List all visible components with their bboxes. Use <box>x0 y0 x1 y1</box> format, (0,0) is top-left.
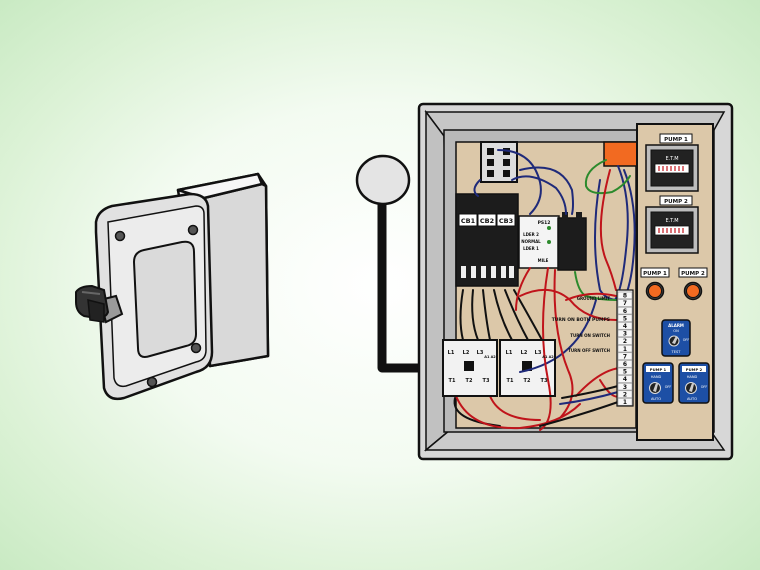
terminal-number: 5 <box>623 369 627 376</box>
terminal-label-turn-off-switch: TURN OFF SWITCH <box>568 348 610 353</box>
terminal-slot <box>617 314 633 322</box>
terminal-slot <box>617 322 633 330</box>
meter-1-title: PUMP 1 <box>664 137 688 143</box>
terminal-slot <box>617 329 633 338</box>
terminal-label-turn-on-both-pumps: TURN ON BOTH PUMPS <box>552 317 610 323</box>
breaker-label-cb3: CB3 <box>499 217 513 225</box>
float-switch-icon <box>355 154 420 373</box>
relay-line-3: LDER 1 <box>523 246 539 251</box>
terminal-slot <box>617 382 633 391</box>
terminal-number: 3 <box>623 331 627 338</box>
meter-2-label: E.T.M <box>665 218 678 224</box>
terminal-number: 6 <box>623 361 627 368</box>
terminal-number: 1 <box>623 346 627 353</box>
terminal-slot <box>617 337 633 345</box>
contactor-1-bottom-t1: T1 <box>449 378 456 384</box>
alarm-off-label: OFF <box>683 338 690 342</box>
relay-line-2: NORMAL <box>521 239 541 244</box>
contactor-1: L1 L2 L3 A1 A2 T1 T2 T3 <box>448 350 497 384</box>
terminal-slot <box>617 375 633 383</box>
disconnect-switch-icon <box>75 172 270 401</box>
terminal-number: 5 <box>623 315 627 322</box>
contactor-1-top-l3: L3 <box>477 350 484 356</box>
pump-1-selector-hand: HAND <box>651 375 662 379</box>
terminal-label-ground-limit: GROUND LIMIT <box>577 296 611 301</box>
contactor-2-bottom-t2: T2 <box>524 378 531 384</box>
terminal-slot <box>617 344 633 353</box>
alarm-test-label: TEST <box>671 350 682 354</box>
contactor-1-coil: A1 A2 <box>484 355 496 359</box>
terminal-number: 2 <box>623 338 627 345</box>
alarm-on-label: ON <box>673 329 679 333</box>
pump-2-button-label: PUMP 2 <box>681 271 705 277</box>
breaker-label-cb1: CB1 <box>461 217 476 225</box>
contactor-1-top-l1: L1 <box>448 350 455 356</box>
terminal-number: 4 <box>623 376 627 383</box>
pump-2-selector-title: PUMP 2 <box>686 367 703 372</box>
pump-1-button[interactable] <box>645 281 665 301</box>
pump-2-selector-auto: AUTO <box>687 397 697 401</box>
terminal-number: 1 <box>623 399 627 406</box>
terminal-number: 7 <box>623 300 627 307</box>
terminal-label-turn-on-switch: TURN ON SWITCH <box>570 333 610 338</box>
terminal-slot <box>617 306 633 315</box>
terminal-number: 2 <box>623 391 627 398</box>
contactor-1-bottom-t2: T2 <box>466 378 473 384</box>
terminal-slot <box>617 398 633 406</box>
contactor-2-top-l2: L2 <box>521 350 528 356</box>
relay-line-4: MILE <box>538 258 549 263</box>
pump-2-selector[interactable]: PUMP 2 HAND OFF AUTO <box>678 362 710 404</box>
pump-1-selector[interactable]: PUMP 1 HAND OFF AUTO <box>642 362 674 404</box>
breaker-label-cb2: CB2 <box>480 217 494 225</box>
contactor-2: L1 L2 L3 A1 A2 T1 T2 T3 <box>506 350 555 384</box>
relay-title: PS12 <box>538 220 551 226</box>
pump-2-button[interactable] <box>683 281 703 301</box>
terminal-number: 6 <box>623 308 627 315</box>
alarm-switch[interactable]: ALARM ON OFF TEST <box>661 319 691 357</box>
pump-2-selector-hand: HAND <box>687 375 698 379</box>
terminal-number: 8 <box>623 293 627 300</box>
relay-line-1: LDER 2 <box>523 232 539 237</box>
terminal-slot <box>617 299 633 307</box>
pump-1-button-label: PUMP 1 <box>643 271 667 277</box>
terminal-slot <box>617 352 633 360</box>
pump-1-selector-off: OFF <box>665 385 672 389</box>
terminal-slot <box>617 291 633 300</box>
pump-2-selector-off: OFF <box>701 385 708 389</box>
contactor-2-coil: A1 A2 <box>542 355 554 359</box>
pump-1-selector-auto: AUTO <box>651 397 661 401</box>
terminal-slot <box>617 360 633 368</box>
terminal-slot <box>617 390 633 398</box>
terminal-labels: GROUND LIMIT TURN ON BOTH PUMPS TURN ON … <box>552 296 611 353</box>
contactor-1-top-l2: L2 <box>463 350 470 356</box>
contactor-2-top-l3: L3 <box>535 350 542 356</box>
terminal-slot <box>617 367 633 376</box>
terminal-number: 4 <box>623 323 627 330</box>
pump-1-selector-title: PUMP 1 <box>650 367 667 372</box>
terminal-number: 7 <box>623 353 627 360</box>
contactor-2-top-l1: L1 <box>506 350 513 356</box>
contactor-2-bottom-t1: T1 <box>507 378 514 384</box>
meter-2-title: PUMP 2 <box>664 199 688 205</box>
terminal-number: 3 <box>623 384 627 391</box>
contactor-1-bottom-t3: T3 <box>483 378 490 384</box>
meter-1-label: E.T.M <box>665 156 678 162</box>
alarm-label: ALARM <box>668 323 684 328</box>
contactor-2-bottom-t3: T3 <box>541 378 548 384</box>
